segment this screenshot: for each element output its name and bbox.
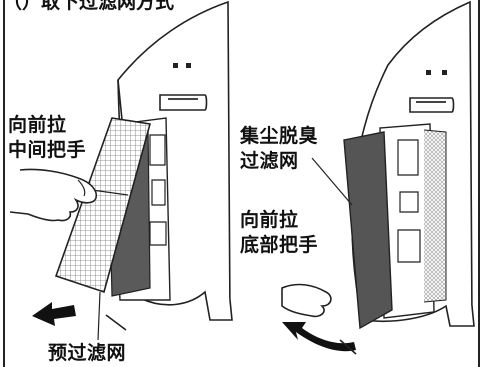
left-purifier-foot	[204, 291, 233, 321]
filter-leader	[311, 157, 353, 206]
right-inner-grille	[423, 129, 447, 303]
right-latch	[339, 339, 357, 355]
left-latch	[105, 314, 127, 331]
left-inner-ribs	[149, 134, 167, 246]
right-top-handle	[409, 97, 455, 113]
bottom-hand-icon	[281, 283, 332, 318]
label-middle-handle: 中间把手	[8, 139, 87, 161]
header-caption: （）取下过滤网方式	[3, 0, 175, 13]
label-pull-forward-bottom: 向前拉	[240, 209, 299, 231]
right-indicator-light-2	[442, 70, 447, 75]
right-indicator-light-1	[426, 70, 431, 75]
hand-finger-line	[77, 179, 86, 197]
pre-filter-leader	[97, 291, 101, 341]
label-pre-filter: 预过滤网	[48, 342, 127, 364]
label-dust-deodorizing: 集尘脱臭	[240, 125, 319, 147]
right-dust-filter	[343, 131, 393, 330]
left-pre-filter-mesh	[54, 117, 152, 294]
left-indicator-light-2	[186, 63, 191, 68]
label-filter: 过滤网	[240, 150, 299, 172]
right-purifier-foot	[445, 305, 475, 327]
hand-icon	[9, 168, 98, 222]
curved-arrow-icon	[282, 322, 356, 352]
arrow-left-icon	[32, 302, 76, 326]
label-bottom-handle: 底部把手	[240, 234, 319, 256]
left-indicator-light-1	[173, 63, 178, 68]
label-pull-forward-middle: 向前拉	[8, 114, 67, 136]
right-inner-ribs	[397, 139, 421, 263]
left-top-handle	[159, 94, 208, 111]
